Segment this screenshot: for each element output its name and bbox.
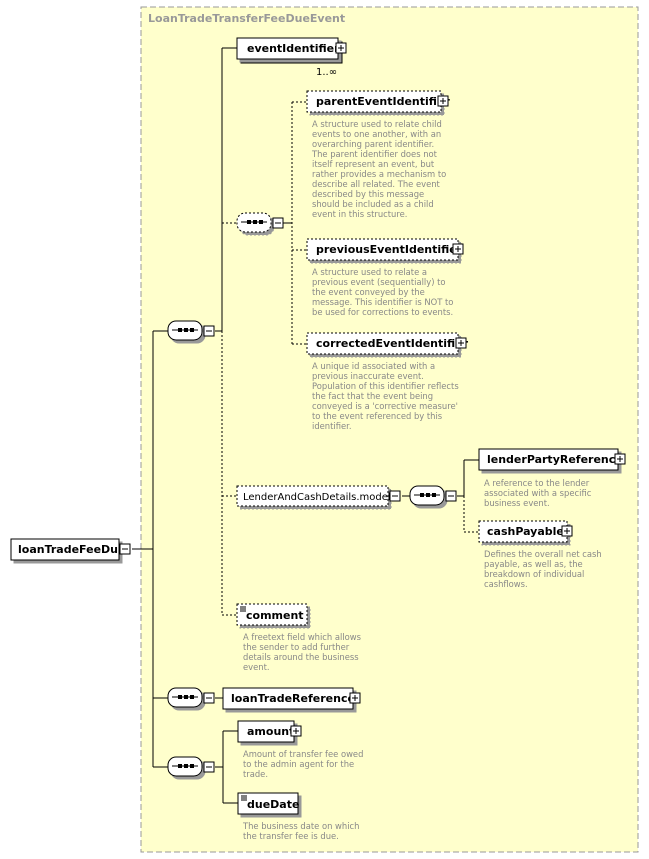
cardinality-label: 1..∞ — [316, 67, 337, 78]
plus-box-icon[interactable] — [290, 725, 302, 737]
sequence-compositor-icon — [172, 764, 198, 768]
element-amount[interactable]: amount — [237, 720, 302, 743]
element-label: loanTradeReference — [231, 692, 355, 705]
sequence-compositor-icon — [414, 493, 440, 497]
type-container — [140, 6, 639, 853]
plus-box-icon[interactable] — [455, 337, 467, 349]
minus-box-icon[interactable] — [203, 325, 215, 337]
sequence-compositor-main[interactable] — [167, 320, 215, 341]
group-label: LenderAndCashDetails.model — [243, 492, 391, 503]
minus-box-icon[interactable] — [203, 761, 215, 773]
doc-previousEventIdentifier: A structure used to relate a previous ev… — [312, 267, 456, 317]
plus-box-icon[interactable] — [614, 453, 626, 465]
doc-correctedEventIdentifier: A unique id associated with a previous i… — [312, 361, 461, 431]
sequence-compositor-reference[interactable] — [167, 687, 215, 708]
sequence-compositor-optional[interactable] — [236, 212, 284, 233]
sequence-compositor-icon — [172, 695, 198, 699]
element-label: cashPayable — [487, 525, 564, 538]
sequence-compositor-amount[interactable] — [167, 756, 215, 777]
element-label: lenderPartyReference — [487, 453, 623, 466]
element-label: comment — [246, 609, 304, 622]
connector-lines — [132, 47, 479, 804]
element-label: eventIdentifier — [247, 42, 340, 55]
plus-box-icon[interactable] — [335, 42, 347, 54]
group-LenderAndCashDetails-model[interactable]: LenderAndCashDetails.model — [236, 485, 401, 507]
doc-parentEventIdentifier: A structure used to relate child events … — [311, 119, 449, 219]
root-element-loanTradeFeeDue[interactable]: loanTradeFeeDue — [10, 538, 131, 561]
element-dueDate[interactable]: dueDate — [237, 792, 299, 815]
element-parentEventIdentifier[interactable]: parentEventIdentifier — [306, 90, 450, 113]
element-label: parentEventIdentifier — [316, 95, 450, 108]
doc-cashPayable: Defines the overall net cash payable, as… — [484, 549, 604, 589]
plus-box-icon[interactable] — [452, 243, 464, 255]
element-label: amount — [247, 725, 294, 738]
minus-box-icon[interactable] — [389, 490, 401, 502]
doc-amount: Amount of transfer fee owed to the admin… — [243, 749, 366, 779]
plus-box-icon[interactable] — [561, 525, 573, 537]
element-cashPayable[interactable]: cashPayable — [478, 520, 573, 543]
sequence-compositor-icon — [241, 220, 267, 224]
element-label: correctedEventIdentifier — [316, 337, 469, 350]
element-comment[interactable]: comment — [236, 603, 308, 626]
doc-dueDate: The business date on which the transfer … — [242, 821, 362, 841]
text-content-icon — [240, 606, 246, 612]
minus-box-icon[interactable] — [203, 692, 215, 704]
plus-box-icon[interactable] — [437, 95, 449, 107]
plus-box-icon[interactable] — [349, 692, 361, 704]
minus-box-icon[interactable] — [272, 217, 284, 229]
root-element-label: loanTradeFeeDue — [18, 543, 125, 556]
element-label: previousEventIdentifier — [316, 243, 463, 256]
element-eventIdentifier[interactable]: eventIdentifier 1..∞ — [236, 37, 347, 78]
element-label: dueDate — [247, 798, 299, 811]
container-title: LoanTradeTransferFeeDueEvent — [148, 12, 345, 25]
doc-comment: A freetext field which allows the sender… — [243, 632, 364, 672]
sequence-compositor-model[interactable] — [409, 485, 457, 506]
element-correctedEventIdentifier[interactable]: correctedEventIdentifier — [306, 332, 469, 355]
element-lenderPartyReference[interactable]: lenderPartyReference — [478, 448, 626, 471]
element-loanTradeReference[interactable]: loanTradeReference — [222, 687, 361, 710]
minus-box-icon[interactable] — [445, 490, 457, 502]
element-previousEventIdentifier[interactable]: previousEventIdentifier — [306, 238, 464, 261]
sequence-compositor-icon — [172, 328, 198, 332]
minus-box-icon[interactable] — [119, 543, 131, 555]
text-content-icon — [241, 795, 247, 801]
doc-lenderPartyReference: A reference to the lender associated wit… — [484, 478, 594, 508]
